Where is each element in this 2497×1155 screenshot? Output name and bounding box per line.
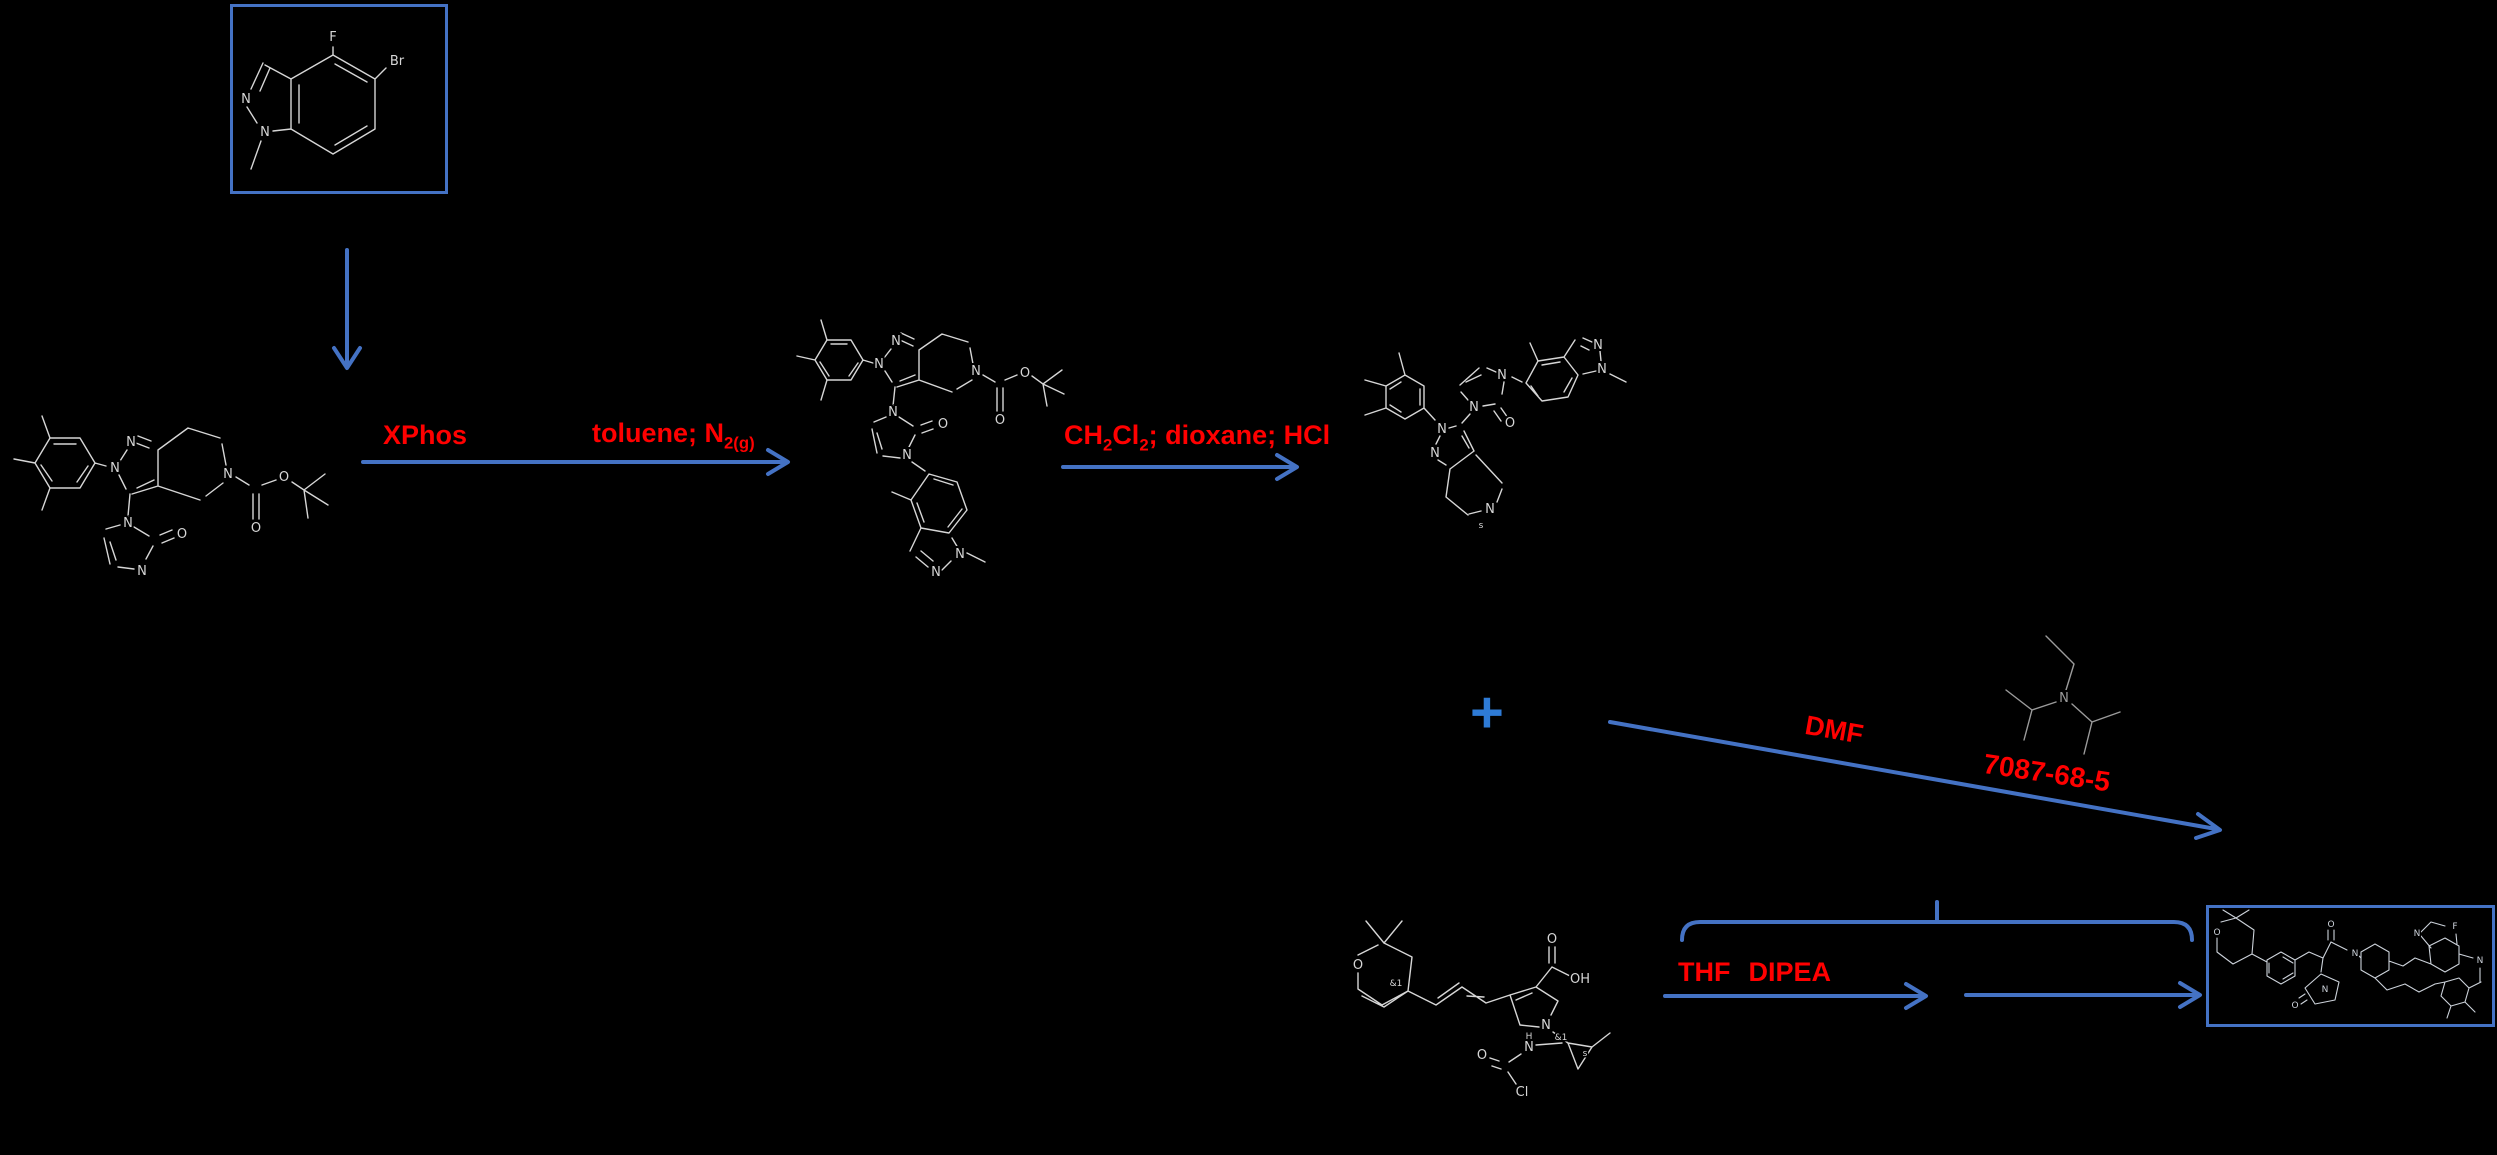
atom-label: N <box>2477 956 2484 966</box>
atom-label: O <box>1020 366 1030 381</box>
bonds <box>796 319 1065 571</box>
atom-label: N <box>874 357 884 372</box>
arrow-down-from-reactant-box <box>332 248 362 370</box>
atom-label: N <box>1593 338 1603 353</box>
atom-label: O <box>251 521 261 536</box>
atom-label: N <box>888 405 898 420</box>
atom-label: O <box>2327 920 2334 930</box>
atom-label: N <box>126 435 136 450</box>
atom-label: N <box>902 448 912 463</box>
step1-reagent-label: XPhos <box>383 420 468 450</box>
atom-label: OH <box>1570 972 1590 987</box>
atom-label: N <box>1597 362 1607 377</box>
atom-label: O <box>938 417 948 432</box>
stereo-label: s <box>1583 1049 1588 1059</box>
atom-label: O <box>995 413 1005 428</box>
atom-label: N <box>2322 985 2329 995</box>
arrow-step3-diagonal <box>1608 720 2222 840</box>
atom-label: N <box>241 92 251 107</box>
atom-label: O <box>279 470 289 485</box>
atom-label: N <box>931 565 941 580</box>
bonds <box>1357 920 1611 1085</box>
atom-label: O <box>2291 1001 2298 1011</box>
atom-label: O <box>1505 416 1515 431</box>
step4-conditions-label: THF DIPEA <box>1678 957 1831 988</box>
structure-pyrazolopyridine-boc: N N N O O N O N <box>13 415 329 581</box>
atom-label: N <box>1437 422 1447 437</box>
bonds <box>2216 909 2482 1019</box>
atom-label: O <box>1477 1048 1487 1063</box>
arrow-step4b <box>1964 981 2202 1009</box>
atom-label: N <box>223 467 233 482</box>
structure-final-product: O O N O N F N N <box>2212 909 2485 1019</box>
plus-sign: + <box>1470 680 1504 745</box>
atom-label: N <box>1541 1018 1551 1033</box>
atom-label: F <box>2452 922 2457 932</box>
atom-label: N <box>1485 502 1495 517</box>
atom-label: N <box>1524 1040 1534 1055</box>
reactant-box: F Br N N <box>230 4 448 194</box>
atom-label: N <box>260 125 270 140</box>
step4-solvent: THF <box>1678 957 1731 987</box>
atom-label: N <box>2414 929 2421 939</box>
atom-label: N <box>1469 400 1479 415</box>
atom-label: N <box>137 564 147 579</box>
atom-label: N <box>971 364 981 379</box>
structure-coupled-boc: N N N O O N O N N N <box>796 319 1065 582</box>
atom-label: N <box>110 461 120 476</box>
atom-label: N <box>123 516 133 531</box>
stereo-label: &1 <box>1390 979 1403 989</box>
stereo-label: s <box>1479 521 1484 531</box>
atom-label: N <box>891 334 901 349</box>
structure-bromo-fluoro-methylindazole: F Br N N <box>239 28 407 170</box>
bonds <box>13 415 329 570</box>
atom-label: N <box>955 547 965 562</box>
step4-base: DIPEA <box>1748 957 1832 987</box>
atom-label: O <box>1547 932 1557 947</box>
atom-label: F <box>329 30 336 45</box>
stereo-label: &1 <box>1555 1033 1568 1043</box>
bonds <box>246 46 387 170</box>
atom-label: O <box>177 527 187 542</box>
atom-label: N <box>1430 446 1440 461</box>
arrow-step2 <box>1061 453 1299 481</box>
step1-conditions-label: toluene; N2(g) <box>592 418 755 453</box>
structure-deprotected-amine: N N N N O N N N s <box>1364 336 1627 533</box>
bonds <box>1364 337 1627 516</box>
atom-label: N <box>2352 949 2359 959</box>
atom-label: O <box>1353 958 1363 973</box>
product-box: O O N O N F N N <box>2206 905 2495 1027</box>
step2-conditions-label: CH2Cl2; dioxane; HCl <box>1064 420 1331 455</box>
arrow-step1 <box>361 448 790 476</box>
atom-label: O <box>2213 928 2220 938</box>
structure-dipea: N <box>2005 635 2121 755</box>
atom-label: H <box>1526 1032 1533 1042</box>
atom-label: N <box>2059 691 2069 706</box>
bonds <box>2005 635 2121 755</box>
atom-label: Cl <box>1516 1085 1529 1100</box>
atom-label: N <box>1497 368 1507 383</box>
brace-combining-steps <box>1680 900 2194 942</box>
structure-acid-component: O &1 N O OH &1 s N H O Cl <box>1351 920 1611 1102</box>
atom-label: Br <box>390 54 405 69</box>
arrow-step4a <box>1663 982 1928 1010</box>
